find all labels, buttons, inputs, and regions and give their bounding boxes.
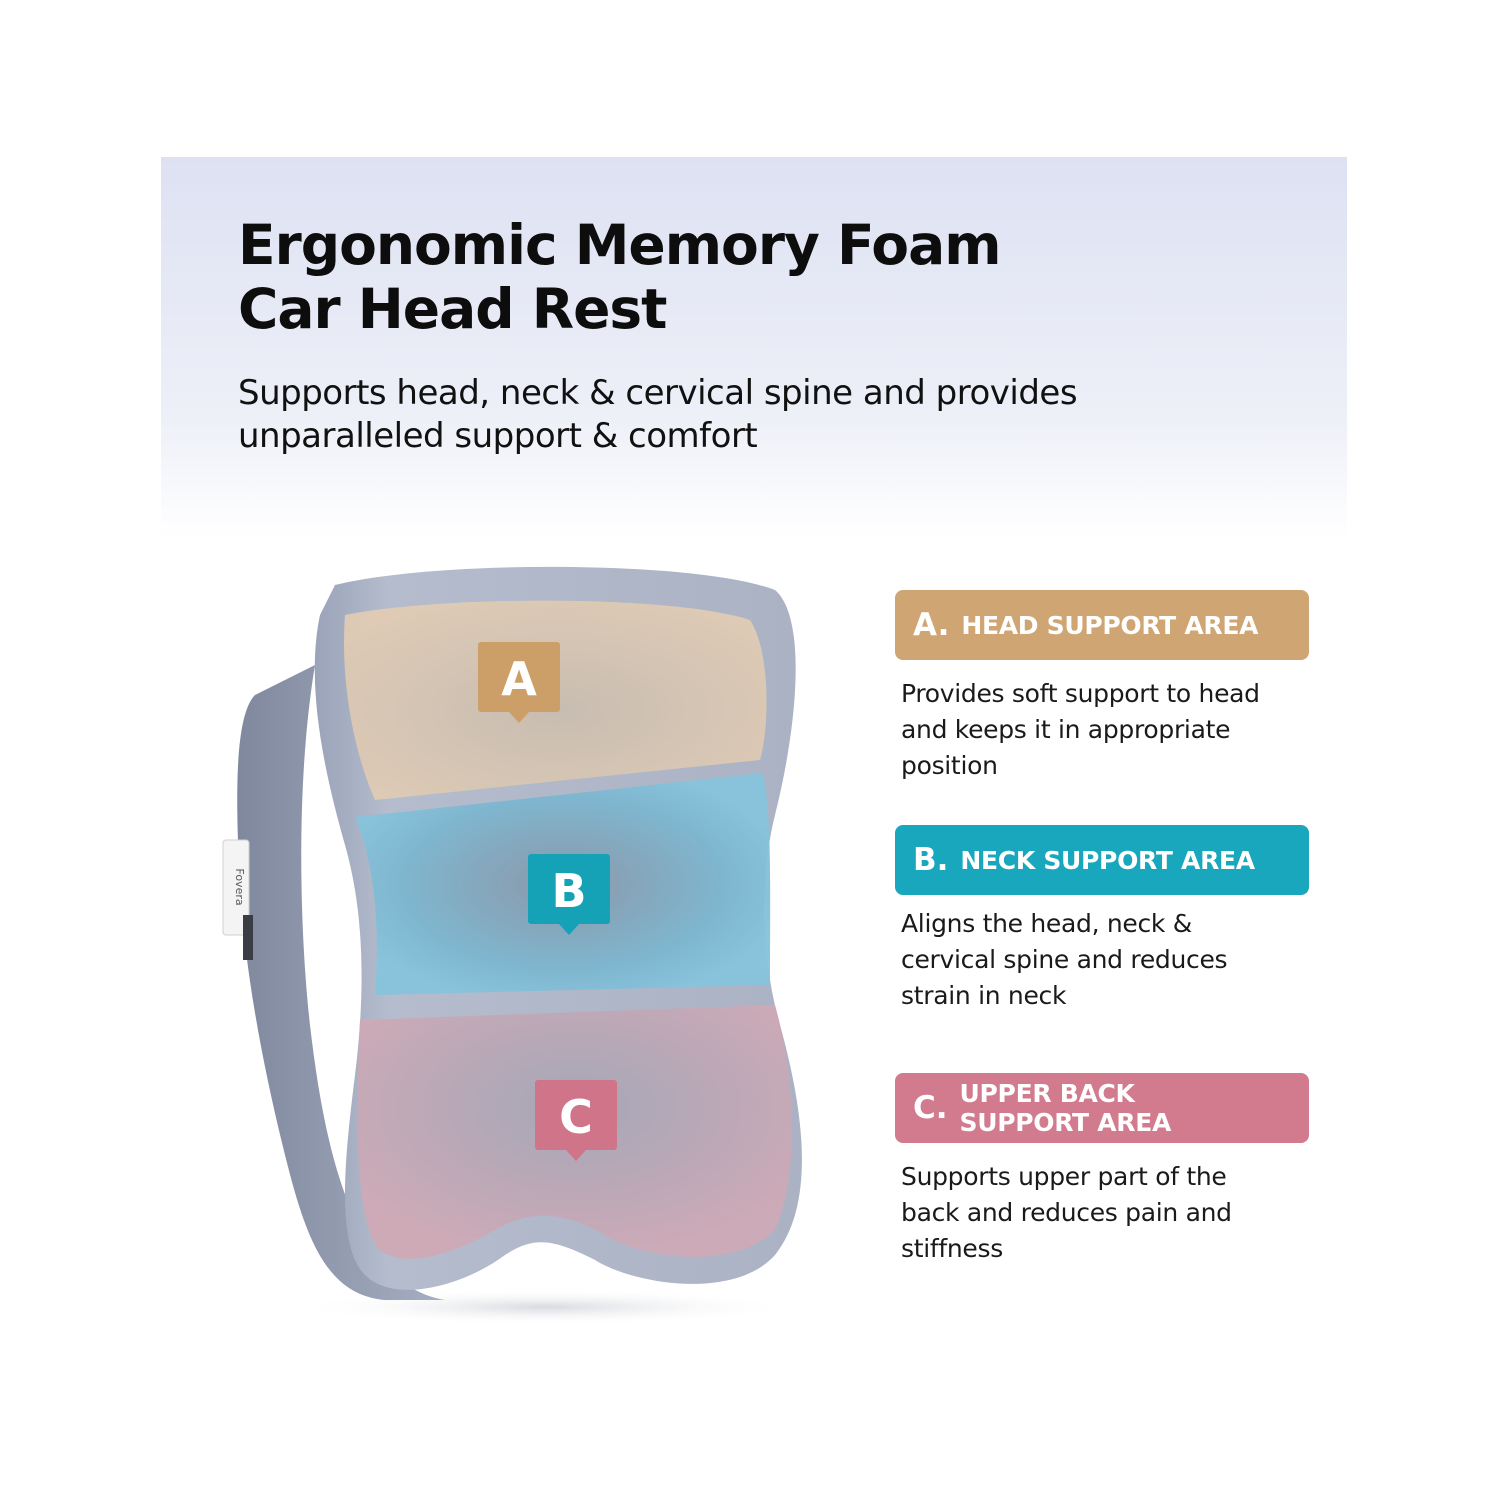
title-line-2: Car Head Rest <box>238 277 667 341</box>
label-head-support-area: A. HEAD SUPPORT AREA <box>895 590 1309 660</box>
desc-c-line-3: stiffness <box>901 1234 1003 1263</box>
title-line-1: Ergonomic Memory Foam <box>238 213 1002 277</box>
desc-a-line-3: position <box>901 751 998 780</box>
desc-b-line-2: cervical spine and reduces <box>901 945 1228 974</box>
pillow-side <box>237 665 445 1300</box>
label-c-title-line-2: SUPPORT AREA <box>959 1108 1172 1137</box>
description-upper-back-support: Supports upper part of the back and redu… <box>901 1159 1321 1267</box>
label-c-title: UPPER BACK SUPPORT AREA <box>960 1079 1172 1137</box>
page-title: Ergonomic Memory Foam Car Head Rest <box>238 213 1218 341</box>
zipper-pull <box>243 915 253 960</box>
label-b-letter: B. <box>913 842 949 878</box>
desc-a-line-1: Provides soft support to head <box>901 679 1260 708</box>
label-c-letter: C. <box>913 1090 948 1126</box>
label-a-title-line: HEAD SUPPORT AREA <box>961 610 1259 640</box>
marker-a: A <box>478 642 560 723</box>
desc-c-line-1: Supports upper part of the <box>901 1162 1227 1191</box>
subtitle-line-1: Supports head, neck & cervical spine and… <box>238 373 1078 413</box>
desc-a-line-2: and keeps it in appropriate <box>901 715 1231 744</box>
label-upper-back-support-area: C. UPPER BACK SUPPORT AREA <box>895 1073 1309 1143</box>
label-c-title-line-1: UPPER BACK <box>959 1079 1135 1108</box>
desc-b-line-1: Aligns the head, neck & <box>901 909 1192 938</box>
label-a-title: HEAD SUPPORT AREA <box>961 611 1258 640</box>
description-head-support: Provides soft support to head and keeps … <box>901 676 1321 784</box>
desc-b-line-3: strain in neck <box>901 981 1067 1010</box>
label-a-letter: A. <box>913 607 950 643</box>
marker-c: C <box>535 1080 617 1161</box>
page-subtitle: Supports head, neck & cervical spine and… <box>238 372 1238 458</box>
description-neck-support: Aligns the head, neck & cervical spine a… <box>901 906 1321 1014</box>
marker-b: B <box>528 854 610 935</box>
subtitle-line-2: unparalleled support & comfort <box>238 416 758 456</box>
desc-c-line-2: back and reduces pain and <box>901 1198 1232 1227</box>
label-b-title: NECK SUPPORT AREA <box>960 845 1255 875</box>
marker-a-letter: A <box>501 652 537 706</box>
marker-c-letter: C <box>559 1090 593 1144</box>
brand-tag <box>222 839 250 936</box>
marker-b-letter: B <box>551 864 586 918</box>
brand-tag-text: Fovera <box>233 868 246 905</box>
headrest-pillow-illustration: Fovera A B C <box>222 566 802 1325</box>
label-b-title-line: NECK SUPPORT AREA <box>960 845 1255 875</box>
label-neck-support-area: B. NECK SUPPORT AREA <box>895 825 1309 895</box>
